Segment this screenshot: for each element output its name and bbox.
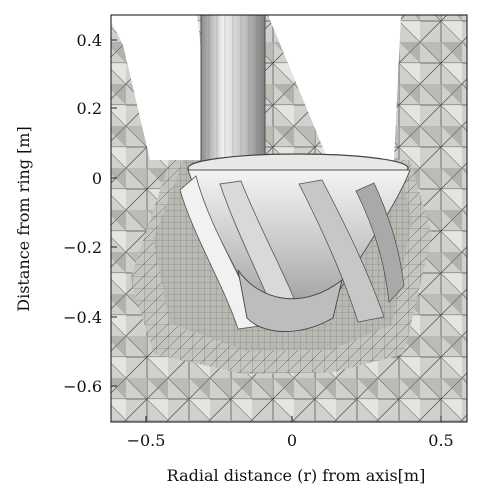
x-axis-title: Radial distance (r) from axis[m] (167, 466, 426, 485)
plot-area (111, 15, 467, 422)
impeller-hub (237, 269, 343, 332)
y-axis: 0.4 0.2 0 −0.2 −0.4 −0.6 Distance from r… (14, 31, 117, 396)
blade-left-outer (179, 175, 261, 330)
x-tick-label: 0.5 (428, 431, 453, 450)
x-axis: −0.5 0 0.5 Radial distance (r) from axis… (127, 416, 454, 485)
y-tick-label: 0.2 (77, 99, 102, 118)
fluid-inlet-gap-right (268, 15, 401, 160)
shaft-mesh (208, 15, 258, 165)
blade-far-right (355, 182, 405, 303)
y-tick-label: −0.4 (63, 308, 102, 327)
y-tick-label: 0 (92, 169, 102, 188)
blade-right (298, 179, 385, 323)
fluid-inlet-gap-left (111, 15, 214, 160)
y-tick-label: 0.4 (77, 31, 102, 50)
x-tick-label: 0 (287, 431, 297, 450)
x-tick-label: −0.5 (127, 431, 166, 450)
y-axis-title: Distance from ring [m] (14, 126, 33, 311)
y-tick-label: −0.2 (63, 238, 102, 257)
plot-frame (110, 14, 468, 423)
y-tick-label: −0.6 (63, 377, 102, 396)
